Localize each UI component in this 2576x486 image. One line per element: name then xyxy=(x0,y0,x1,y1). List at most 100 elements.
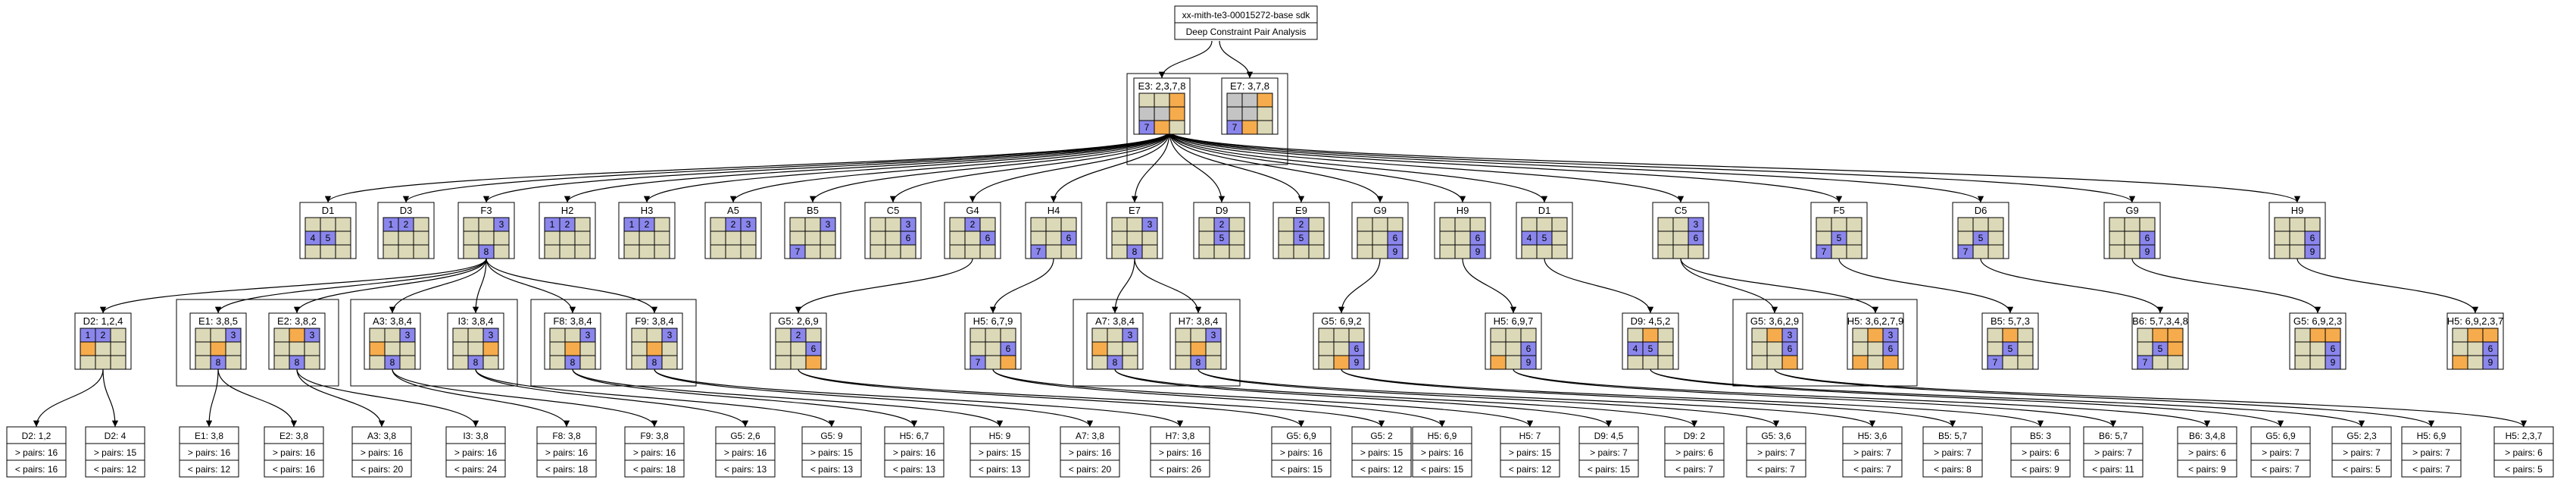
leaf-greater-pairs: > pairs: 7 xyxy=(2343,447,2381,458)
leaf-greater-pairs: > pairs: 16 xyxy=(1421,447,1464,458)
tree-edge xyxy=(1774,368,2527,428)
level2-node-m4-label: A3: 3,8,4 xyxy=(373,315,412,327)
level1-node-c5a-cell-digit: 6 xyxy=(906,233,911,243)
leaf-less-pairs: < pairs: 15 xyxy=(1421,464,1464,475)
level2-node-m11: H7: 3,8,438 xyxy=(1169,312,1227,370)
level1-node-h2-cell-digit: 2 xyxy=(565,219,570,230)
tree-edge xyxy=(1169,130,1305,203)
leaf-node: H7: 3,8> pairs: 16< pairs: 26 xyxy=(1150,426,1210,478)
tree-edge xyxy=(486,258,576,314)
leaf-node: B6: 3,4,8> pairs: 6< pairs: 9 xyxy=(2177,426,2237,478)
level2-node-m8-cell xyxy=(775,355,792,370)
level2-node-m10-cell-digit: 3 xyxy=(1128,330,1133,340)
level2-node-m6-label: F8: 3,8,4 xyxy=(553,315,592,327)
level1-node-h9a-cell xyxy=(1469,217,1486,232)
tree-edge xyxy=(1197,368,1876,428)
level2-node-m17-cell xyxy=(2017,355,2034,370)
level2-node-m1-cell xyxy=(95,355,111,370)
leaf-less-pairs: < pairs: 13 xyxy=(810,464,854,475)
level1-node-e9-cell-digit: 2 xyxy=(1299,219,1304,230)
level1-node-d9-cell xyxy=(1229,230,1245,246)
level2-node-m2-cell xyxy=(195,328,211,343)
tree-edge xyxy=(1980,258,2164,314)
leaf-label: H5: 6,7 xyxy=(900,431,929,441)
level2-node-m13-cell xyxy=(1490,328,1507,343)
level1-node-d1b-cell xyxy=(1551,217,1568,232)
level1-node-h9b-cell xyxy=(2304,244,2321,259)
leaf-less-pairs: < pairs: 7 xyxy=(2262,464,2300,475)
tree-edge xyxy=(798,368,1385,428)
leaf-frame xyxy=(536,426,597,478)
level2-node-m16-cell xyxy=(1867,328,1884,343)
tree-edge xyxy=(1169,130,1685,203)
level1-node-g4-cell xyxy=(979,217,996,232)
level2-node-m5-cell xyxy=(482,355,499,370)
level2-node-m3-cell-digit: 8 xyxy=(295,357,300,368)
level2-node-m4-cell xyxy=(384,341,401,356)
level2-node-m6-cell-digit: 8 xyxy=(570,357,576,368)
level2-node-m20-cell xyxy=(2467,355,2484,370)
leaf-less-pairs: < pairs: 16 xyxy=(15,464,58,475)
level2-node-m16-cell xyxy=(1867,341,1884,356)
root-group-box xyxy=(1126,73,1288,165)
leaf-node: G5: 6,9> pairs: 16< pairs: 15 xyxy=(1271,426,1332,478)
level1-node-g9b-cell xyxy=(2109,217,2125,232)
leaf-less-pairs: < pairs: 16 xyxy=(273,464,316,475)
tree-edge xyxy=(654,368,1094,428)
leaf-label: F9: 3,8 xyxy=(640,431,669,441)
leaf-less-pairs: < pairs: 8 xyxy=(1934,464,1972,475)
leaf-greater-pairs: > pairs: 16 xyxy=(893,447,936,458)
level2-node-m8-cell xyxy=(775,328,792,343)
level2-node-m13-cell xyxy=(1490,341,1507,356)
tree-edge xyxy=(1544,258,1654,314)
level1-node-e9-cell xyxy=(1293,244,1310,259)
tree-edge xyxy=(643,130,1170,203)
level2-node-m4-cell xyxy=(399,341,416,356)
level2-node-m2-cell xyxy=(210,328,226,343)
tree-edge xyxy=(1169,130,1466,203)
leaf-label: H5: 9 xyxy=(989,431,1011,441)
level1-node-c5b-cell xyxy=(1688,244,1704,259)
leaf-less-pairs: < pairs: 12 xyxy=(1360,464,1404,475)
tree-edge xyxy=(1169,130,2135,203)
level1-node-g9b-cell xyxy=(2139,244,2156,259)
level1-node-e7b-cell-digit: 8 xyxy=(1132,246,1138,257)
level2-node-m11-cell xyxy=(1205,355,1222,370)
leaf-greater-pairs: > pairs: 16 xyxy=(724,447,767,458)
root-node-e3-cell xyxy=(1154,106,1170,121)
level1-node-h9b-cell xyxy=(2289,230,2306,246)
level1-node-h3-cell xyxy=(654,217,670,232)
level1-node-b5-cell xyxy=(820,244,836,259)
leaf-label: I3: 3,8 xyxy=(463,431,489,441)
leaf-greater-pairs: > pairs: 16 xyxy=(454,447,498,458)
level2-node-m3-cell xyxy=(273,355,290,370)
level1-node-h9a-cell xyxy=(1469,244,1486,259)
leaf-frame xyxy=(2177,426,2237,478)
level1-node-g9b-label: G9 xyxy=(2125,205,2138,216)
level2-node-m1-cell xyxy=(95,341,111,356)
leaf-less-pairs: < pairs: 9 xyxy=(2022,464,2059,475)
level2-node-m18-label: B6: 5,7,3,4,8 xyxy=(2132,315,2188,327)
level2-node-m15-label: G5: 3,6,2,9 xyxy=(1750,315,1799,327)
level1-node-d1b-cell xyxy=(1521,244,1538,259)
level2-node-m20-cell xyxy=(2482,355,2499,370)
level2-node-m7-cell xyxy=(646,328,663,343)
root-node-e7-cell xyxy=(1257,92,1273,108)
level1-node-g9b-cell-digit: 9 xyxy=(2145,246,2150,257)
level1-node-d1a-cell xyxy=(304,244,321,259)
level2-node-m11-cell-digit: 3 xyxy=(1211,330,1216,340)
level2-node-m10: A7: 3,8,438 xyxy=(1086,312,1144,370)
leaf-less-pairs: < pairs: 9 xyxy=(2188,464,2226,475)
level1-node-a5-label: A5 xyxy=(727,205,739,216)
level1-node-d3-cell-digit: 1 xyxy=(389,219,394,230)
level2-node-m18: B6: 5,7,3,4,857 xyxy=(2131,312,2189,370)
level1-node-a5-cell xyxy=(740,230,757,246)
level2-node-m1-cell-digit: 2 xyxy=(101,330,106,340)
level2-node-m11-cell-digit: 8 xyxy=(1196,357,1201,368)
